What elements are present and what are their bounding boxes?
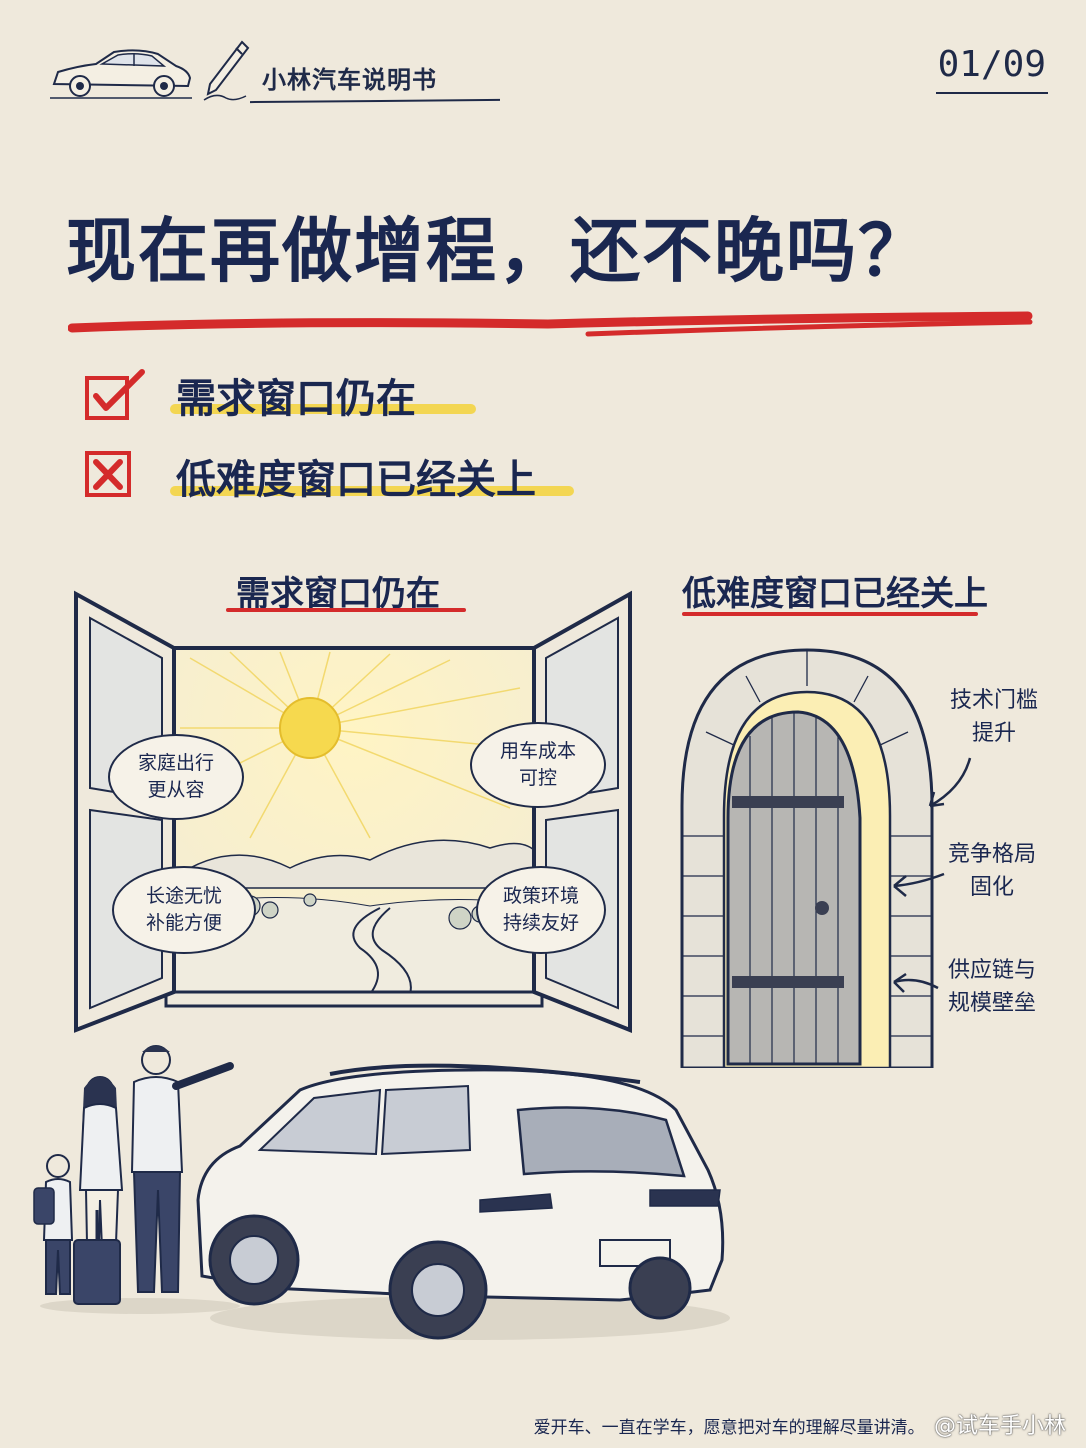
no-label: 低难度窗口已经关上: [176, 457, 536, 503]
suv-car-illustration: [196, 1063, 730, 1340]
checkbox-checked-icon: [85, 369, 145, 420]
no-highlight: [170, 486, 574, 496]
pen-icon: [203, 40, 250, 101]
left-section-underline: [226, 608, 466, 612]
main-title: 现在再做增程，还不晚吗？: [66, 210, 930, 292]
page-number: 01/09: [937, 44, 1046, 85]
brand-underline: [249, 98, 501, 104]
page-number-underline: [936, 92, 1048, 94]
note-tech-threshold: 技术门槛 提升: [949, 688, 1038, 746]
yes-label: 需求窗口仍在: [176, 376, 416, 422]
closed-door-illustration: [680, 648, 934, 1068]
note-supply-chain: 供应链与 规模壁垒: [947, 958, 1036, 1016]
car-logo-icon: [50, 49, 192, 99]
right-section-title: 低难度窗口已经关上: [682, 574, 988, 614]
arrow-tech-icon: [928, 757, 972, 808]
footer-watermark: @试车手小林: [933, 1414, 1066, 1439]
bubble-family-travel: 家庭出行 更从容: [108, 734, 244, 820]
family-illustration: [33, 1045, 240, 1314]
right-section-underline: [682, 612, 978, 616]
note-competition: 竞争格局 固化: [947, 842, 1036, 900]
checkbox-x-icon: [85, 451, 131, 497]
arrow-supply-icon: [893, 972, 939, 993]
bubble-policy: 政策环境 持续友好: [476, 866, 606, 954]
bubble-long-trip: 长途无忧 补能方便: [112, 866, 256, 954]
yes-highlight: [170, 404, 476, 414]
arrow-competition-icon: [893, 872, 945, 897]
bubble-cost-control: 用车成本 可控: [470, 722, 606, 808]
brand-title: 小林汽车说明书: [262, 66, 437, 94]
footer-line: 爱开车、一直在学车，愿意把对车的理解尽量讲清。 @试车手小林: [534, 1408, 1066, 1440]
title-underline-stroke: [68, 311, 1033, 337]
left-section-title: 需求窗口仍在: [236, 574, 440, 614]
footer-slogan: 爱开车、一直在学车，愿意把对车的理解尽量讲清。: [533, 1418, 925, 1438]
